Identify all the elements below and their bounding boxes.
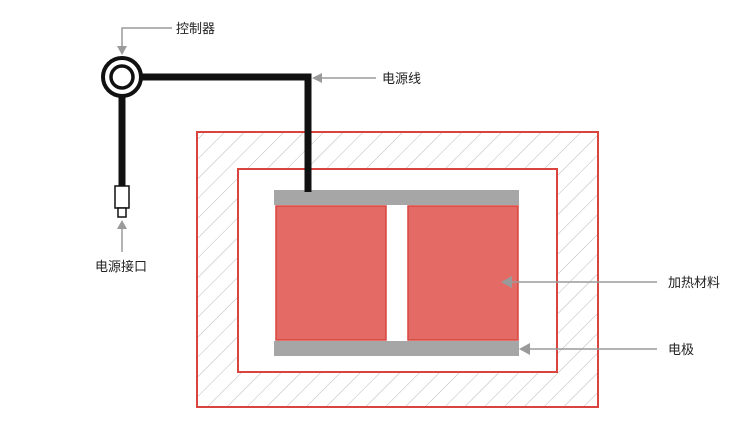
electrode-bottom — [274, 341, 519, 356]
label-heating-material: 加热材料 — [668, 276, 720, 291]
power-cable — [138, 73, 312, 192]
label-power-cord: 电源线 — [382, 72, 421, 87]
label-electrode: 电极 — [668, 343, 694, 358]
callout-arrow-power-cord — [312, 73, 376, 83]
callout-arrow-heating-material — [501, 276, 657, 288]
electrode-top — [274, 190, 519, 205]
controller-knob — [101, 56, 143, 98]
callout-arrow-controller — [117, 27, 172, 55]
label-controller: 控制器 — [176, 22, 215, 37]
heating-material-block-left — [275, 205, 387, 341]
callout-arrow-power-port — [117, 220, 127, 252]
callout-arrow-electrode — [519, 343, 657, 355]
power-plug-icon — [114, 185, 130, 218]
label-power-port: 电源接口 — [95, 259, 147, 275]
heating-material-block-right — [407, 205, 519, 341]
